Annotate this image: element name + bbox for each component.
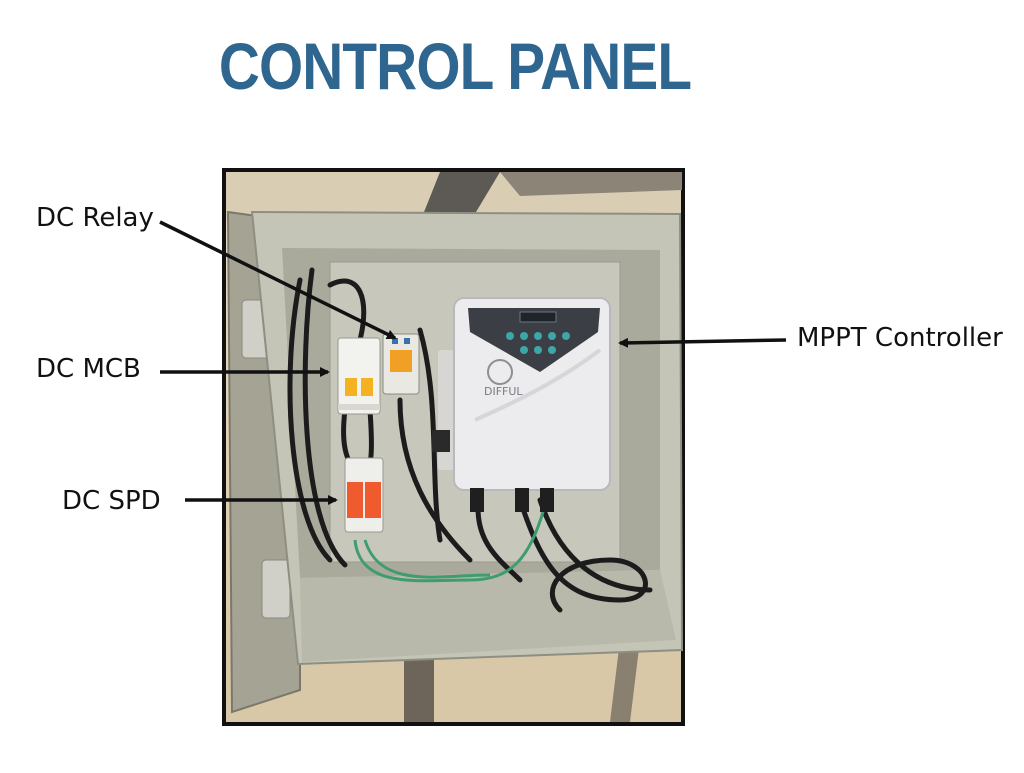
page-title: CONTROL PANEL (218, 29, 692, 103)
callout-arrows (159, 220, 787, 505)
callout-dc-relay: DC Relay (36, 203, 154, 233)
dc-mcb-device (337, 337, 381, 415)
arrow-mppt-controller (618, 337, 787, 348)
dc-spd-device (344, 457, 384, 533)
mppt-controller-device: DIFFUL (432, 297, 611, 512)
device-brand: DIFFUL (484, 385, 523, 398)
callout-mppt-controller: MPPT Controller (797, 323, 1003, 353)
ground-wires (353, 504, 547, 583)
callout-dc-mcb: DC MCB (36, 354, 141, 384)
arrow-dc-relay (159, 220, 397, 340)
callout-dc-spd: DC SPD (62, 486, 161, 516)
dc-relay-device (382, 333, 420, 395)
